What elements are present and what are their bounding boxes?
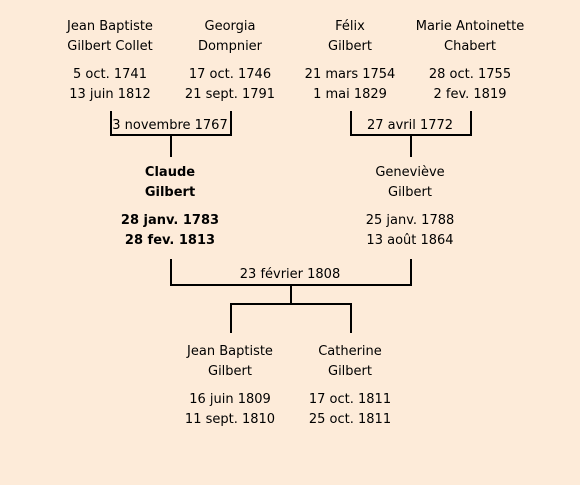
birth-date: 17 oct. 1811 <box>308 392 392 407</box>
person-name: Geneviève <box>375 165 445 180</box>
death-date: 2 fev. 1819 <box>433 87 507 102</box>
person-name: Dompnier <box>197 39 263 54</box>
birth-date: 25 janv. 1788 <box>365 213 455 228</box>
marriage-date-parents: 23 février 1808 <box>239 267 341 282</box>
person-name: Gilbert <box>144 185 196 200</box>
birth-date: 28 janv. 1783 <box>120 213 220 228</box>
person-name: Gilbert Collet <box>67 39 153 54</box>
person-name: Gilbert <box>208 364 252 379</box>
person-jean-baptiste-gilbert: Jean Baptiste Gilbert 16 juin 1809 11 se… <box>160 342 300 430</box>
person-jean-baptiste-gilbert-collet: Jean Baptiste Gilbert Collet 5 oct. 1741… <box>40 17 180 105</box>
person-name: Jean Baptiste <box>187 344 273 359</box>
person-name: Claude <box>144 165 196 180</box>
person-claude-gilbert: Claude Gilbert 28 janv. 1783 28 fev. 181… <box>100 163 240 251</box>
person-name: Catherine <box>318 344 382 359</box>
person-name: Gilbert <box>328 364 372 379</box>
marriage-date-left-grandparents: 3 novembre 1767 <box>112 118 228 133</box>
death-date: 28 fev. 1813 <box>124 233 216 248</box>
death-date: 11 sept. 1810 <box>184 412 276 427</box>
birth-date: 21 mars 1754 <box>304 67 396 82</box>
death-date: 21 sept. 1791 <box>184 87 276 102</box>
person-name: Gilbert <box>388 185 432 200</box>
person-name: Georgia <box>204 19 256 34</box>
person-catherine-gilbert: Catherine Gilbert 17 oct. 1811 25 oct. 1… <box>280 342 420 430</box>
person-name: Chabert <box>444 39 496 54</box>
person-name: Jean Baptiste <box>67 19 153 34</box>
person-genevieve-gilbert: Geneviève Gilbert 25 janv. 1788 13 août … <box>340 163 480 251</box>
person-felix-gilbert: Félix Gilbert 21 mars 1754 1 mai 1829 <box>280 17 420 105</box>
marriage-date-right-grandparents: 27 avril 1772 <box>366 118 454 133</box>
birth-date: 28 oct. 1755 <box>428 67 512 82</box>
person-name: Gilbert <box>328 39 372 54</box>
birth-date: 16 juin 1809 <box>189 392 271 407</box>
person-name: Félix <box>335 19 365 34</box>
birth-date: 17 oct. 1746 <box>188 67 272 82</box>
death-date: 13 août 1864 <box>366 233 454 248</box>
person-marie-antoinette-chabert: Marie Antoinette Chabert 28 oct. 1755 2 … <box>400 17 540 105</box>
birth-date: 5 oct. 1741 <box>73 67 147 82</box>
person-georgia-dompnier: Georgia Dompnier 17 oct. 1746 21 sept. 1… <box>160 17 300 105</box>
person-name: Marie Antoinette <box>415 19 525 34</box>
death-date: 13 juin 1812 <box>69 87 151 102</box>
death-date: 25 oct. 1811 <box>308 412 392 427</box>
death-date: 1 mai 1829 <box>313 87 387 102</box>
